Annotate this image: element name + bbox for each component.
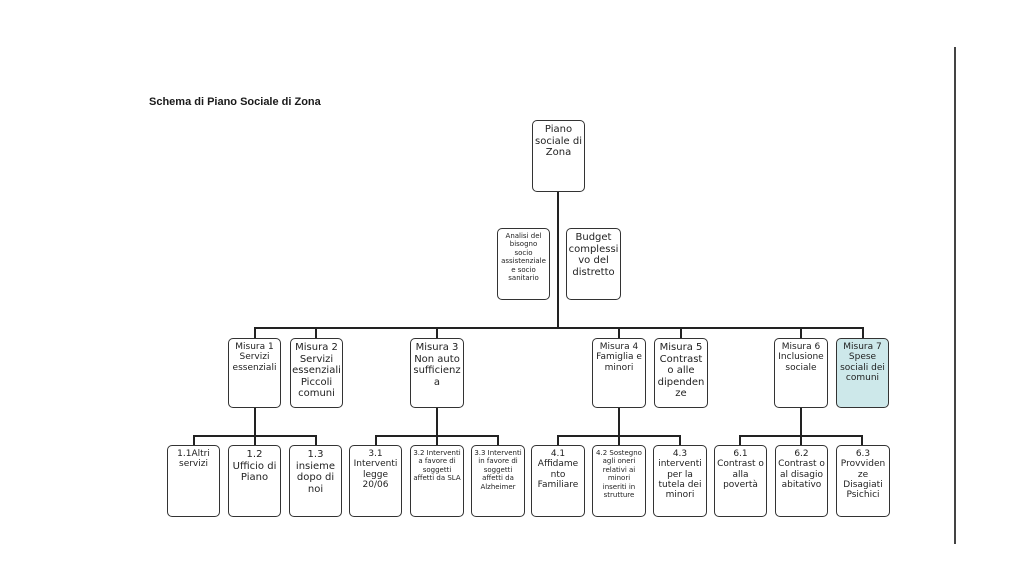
node-sub-4-2: 4.2 Sostegno agli oneri relativi ai mino…	[592, 445, 646, 517]
connector-misura-7	[862, 327, 864, 338]
node-analisi-label: Analisi del bisogno socio assistenziale …	[501, 232, 546, 282]
node-sub-1-3: 1.3 insieme dopo di noi	[289, 445, 342, 517]
connector-sub-6-2	[800, 435, 802, 445]
node-sub-3-3: 3.3 Interventi in favore di soggetti aff…	[471, 445, 525, 517]
connector-sub-4-1	[557, 435, 559, 445]
node-sub-3-1: 3.1 Interventi legge 20/06	[349, 445, 402, 517]
node-misura-3-label: Misura 3 Non auto sufficienz a	[413, 342, 461, 388]
node-sub-3-3-label: 3.3 Interventi in favore di soggetti aff…	[474, 449, 522, 491]
divider-line	[954, 47, 956, 544]
node-misura-1-label: Misura 1 Servizi essenziali	[232, 342, 277, 373]
node-misura-6: Misura 6 Inclusione sociale	[774, 338, 828, 408]
node-sub-1-1-label: 1.1Altri servizi	[177, 449, 210, 470]
node-sub-6-2-label: 6.2 Contrast o al disagio abitativo	[778, 449, 825, 491]
page-title: Schema di Piano Sociale di Zona	[149, 96, 321, 108]
connector-sub-4-2	[618, 435, 620, 445]
node-sub-4-3: 4.3 interventi per la tutela dei minori	[653, 445, 707, 517]
node-root-label: Piano sociale di Zona	[535, 124, 582, 158]
connector-misura-6	[800, 327, 802, 338]
node-budget-label: Budget complessi vo del distretto	[568, 232, 619, 278]
connector-sub-3-2	[436, 435, 438, 445]
connector-sub-4-3	[679, 435, 681, 445]
node-sub-4-1: 4.1 Affidame nto Familiare	[531, 445, 585, 517]
node-analisi-bisogno: Analisi del bisogno socio assistenziale …	[497, 228, 550, 300]
node-sub-1-3-label: 1.3 insieme dopo di noi	[295, 449, 336, 495]
connector-misura-4	[618, 327, 620, 338]
node-misura-5-label: Misura 5 Contrast o alle dipenden ze	[657, 342, 705, 399]
node-misura-3: Misura 3 Non auto sufficienz a	[410, 338, 464, 408]
node-sub-1-2: 1.2 Ufficio di Piano	[228, 445, 281, 517]
node-sub-6-1: 6.1 Contrast o alla povertà	[714, 445, 767, 517]
connector-sub-3-1	[375, 435, 377, 445]
node-misura-6-label: Misura 6 Inclusione sociale	[778, 342, 824, 373]
node-sub-1-2-label: 1.2 Ufficio di Piano	[232, 449, 277, 483]
node-misura-4-label: Misura 4 Famiglia e minori	[596, 342, 642, 373]
node-sub-6-3: 6.3 Provviden ze Disagiati Psichici	[836, 445, 890, 517]
node-misura-2: Misura 2 Servizi essenziali Piccoli comu…	[290, 338, 343, 408]
node-misura-7-label: Misura 7 Spese sociali dei comuni	[840, 342, 885, 384]
connector-sub-1-1	[193, 435, 195, 445]
node-sub-4-2-label: 4.2 Sostegno agli oneri relativi ai mino…	[596, 449, 642, 499]
node-budget: Budget complessi vo del distretto	[566, 228, 621, 300]
node-sub-3-2-label: 3.2 Interventi a favore di soggetti affe…	[413, 449, 461, 483]
connector-misura-2	[315, 327, 317, 338]
connector-misura-3	[436, 327, 438, 338]
node-sub-4-1-label: 4.1 Affidame nto Familiare	[537, 449, 579, 491]
connector-group-1-stem	[254, 408, 256, 435]
node-sub-6-2: 6.2 Contrast o al disagio abitativo	[775, 445, 828, 517]
connector-group-6-stem	[800, 408, 802, 435]
connector-trunk	[557, 192, 559, 327]
node-sub-4-3-label: 4.3 interventi per la tutela dei minori	[658, 449, 702, 501]
connector-sub-3-3	[497, 435, 499, 445]
node-sub-3-1-label: 3.1 Interventi legge 20/06	[353, 449, 398, 491]
connector-sub-6-1	[739, 435, 741, 445]
connector-group-3-stem	[436, 408, 438, 435]
connector-misure-bus	[254, 327, 864, 329]
connector-sub-1-2	[254, 435, 256, 445]
node-misura-2-label: Misura 2 Servizi essenziali Piccoli comu…	[292, 342, 341, 399]
node-sub-6-1-label: 6.1 Contrast o alla povertà	[717, 449, 764, 491]
connector-group-4-stem	[618, 408, 620, 435]
connector-sub-6-3	[861, 435, 863, 445]
connector-misura-5	[680, 327, 682, 338]
node-misura-4: Misura 4 Famiglia e minori	[592, 338, 646, 408]
node-misura-1: Misura 1 Servizi essenziali	[228, 338, 281, 408]
node-root: Piano sociale di Zona	[532, 120, 585, 192]
node-misura-7: Misura 7 Spese sociali dei comuni	[836, 338, 889, 408]
node-sub-3-2: 3.2 Interventi a favore di soggetti affe…	[410, 445, 464, 517]
node-misura-5: Misura 5 Contrast o alle dipenden ze	[654, 338, 708, 408]
node-sub-1-1: 1.1Altri servizi	[167, 445, 220, 517]
connector-misura-1	[254, 327, 256, 338]
node-sub-6-3-label: 6.3 Provviden ze Disagiati Psichici	[840, 449, 886, 501]
connector-sub-1-3	[315, 435, 317, 445]
